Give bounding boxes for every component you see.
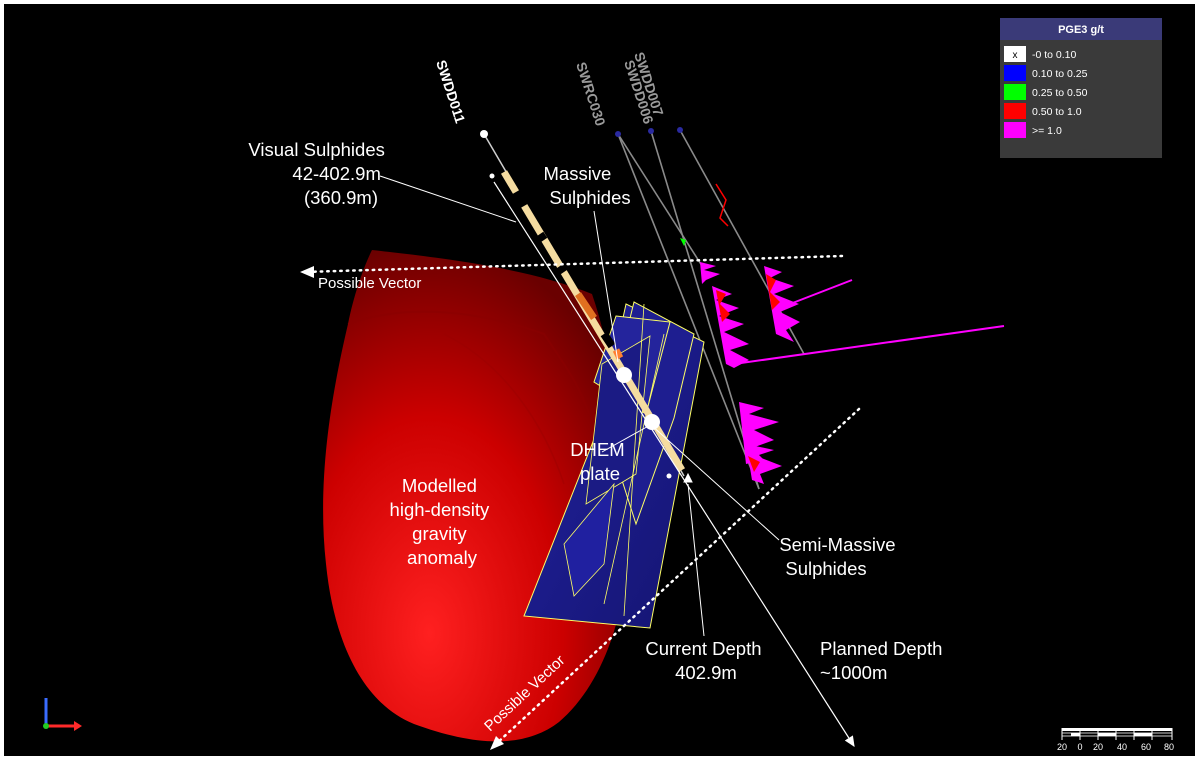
legend-item: 0.50 to 1.0 (1004, 103, 1082, 119)
possible-vector-bottom (490, 407, 861, 750)
dhem-plate[interactable] (523, 301, 705, 629)
scale-tick: 20 (1057, 742, 1067, 752)
gravity-anomaly-label: Modelled high-density gravity anomaly (390, 475, 495, 568)
massive-sulphides-label: Massive Sulphides (544, 163, 631, 208)
legend-label: -0 to 0.10 (1032, 49, 1077, 61)
legend-title: PGE3 g/t (1058, 24, 1104, 36)
planned-extension (493, 181, 855, 748)
dhem-plate-label: DHEM plate (570, 439, 630, 484)
label-swrc030: SWRC030 (573, 60, 609, 128)
legend[interactable]: PGE3 g/t x -0 to 0.10 0.10 to 0.25 0.25 … (1000, 18, 1162, 158)
legend-swatch-mark: x (1013, 50, 1018, 61)
label-swdd011: SWDD011 (433, 58, 468, 125)
current-depth-label: Current Depth 402.9m (645, 638, 766, 683)
scale-tick: 80 (1164, 742, 1174, 752)
legend-label: 0.25 to 0.50 (1032, 87, 1088, 99)
legend-item: >= 1.0 (1004, 122, 1062, 138)
possible-vector-top (300, 254, 844, 278)
pge-grade-histograms (680, 183, 1005, 484)
scale-tick: 40 (1117, 742, 1127, 752)
scene-canvas[interactable]: SWDD011 SWRC030 SWDD006 SWDD007 Visual S… (4, 4, 1195, 756)
scale-tick: 20 (1093, 742, 1103, 752)
scale-tick: 0 (1077, 742, 1082, 752)
scale-tick: 60 (1141, 742, 1151, 752)
legend-label: 0.50 to 1.0 (1032, 106, 1082, 118)
axis-triad-icon (43, 698, 82, 731)
drillhole-labels: SWDD011 SWRC030 SWDD006 SWDD007 (433, 50, 667, 128)
semi-massive-sulphides-label: Semi-Massive Sulphides (779, 534, 900, 579)
3d-viewport[interactable]: SWDD011 SWRC030 SWDD006 SWDD007 Visual S… (4, 4, 1195, 756)
leader-lines (379, 175, 780, 637)
legend-item: 0.25 to 0.50 (1004, 84, 1088, 100)
legend-label: 0.10 to 0.25 (1032, 68, 1088, 80)
legend-item: x -0 to 0.10 (1004, 46, 1077, 62)
visual-sulphides-label: Visual Sulphides 42-402.9m (360.9m) (248, 139, 390, 208)
planned-depth-label: Planned Depth ~1000m (820, 638, 948, 683)
legend-item: 0.10 to 0.25 (1004, 65, 1088, 81)
legend-label: >= 1.0 (1032, 125, 1062, 137)
scale-bar: 20 0 20 40 60 80 (1057, 728, 1174, 752)
possible-vector-top-label: Possible Vector (318, 275, 421, 292)
